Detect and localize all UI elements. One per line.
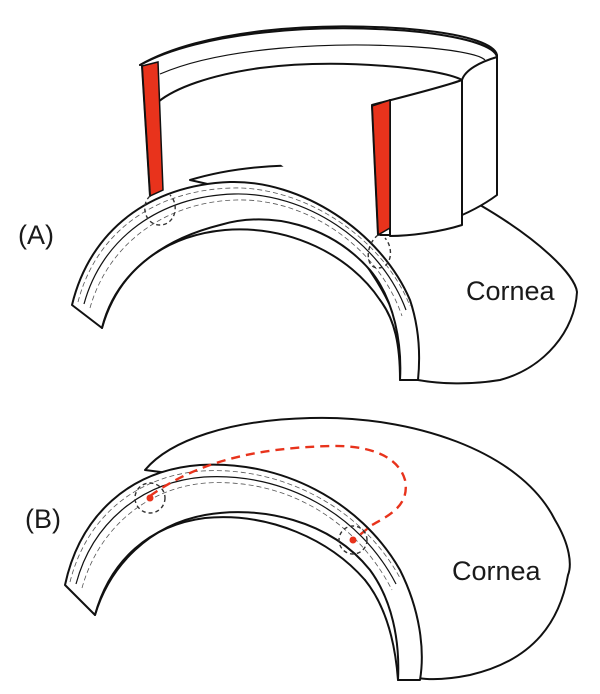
panel-a-label: (A) bbox=[18, 220, 54, 250]
panel-b-cornea-label: Cornea bbox=[452, 556, 542, 586]
panel-b-label: (B) bbox=[25, 504, 61, 534]
cylinder-top-rim bbox=[139, 27, 498, 103]
panel-b: (B) Cornea bbox=[25, 416, 571, 681]
panel-a-cornea-label: Cornea bbox=[466, 276, 556, 306]
panel-b-arch-outer bbox=[64, 463, 423, 681]
panel-a-arch-outer bbox=[71, 180, 421, 381]
cylinder-right-face bbox=[389, 79, 463, 237]
incision-site-left bbox=[144, 194, 176, 226]
panel-b-arch-inner bbox=[94, 516, 366, 616]
panel-a: (A) Cornea bbox=[18, 25, 578, 385]
panel-a-arch-inner bbox=[101, 228, 381, 329]
entry-point-right bbox=[349, 536, 357, 544]
tunnel-path bbox=[149, 444, 407, 539]
entry-site-left bbox=[134, 482, 166, 514]
entry-site-right bbox=[338, 525, 368, 555]
entry-point-left bbox=[146, 494, 154, 502]
